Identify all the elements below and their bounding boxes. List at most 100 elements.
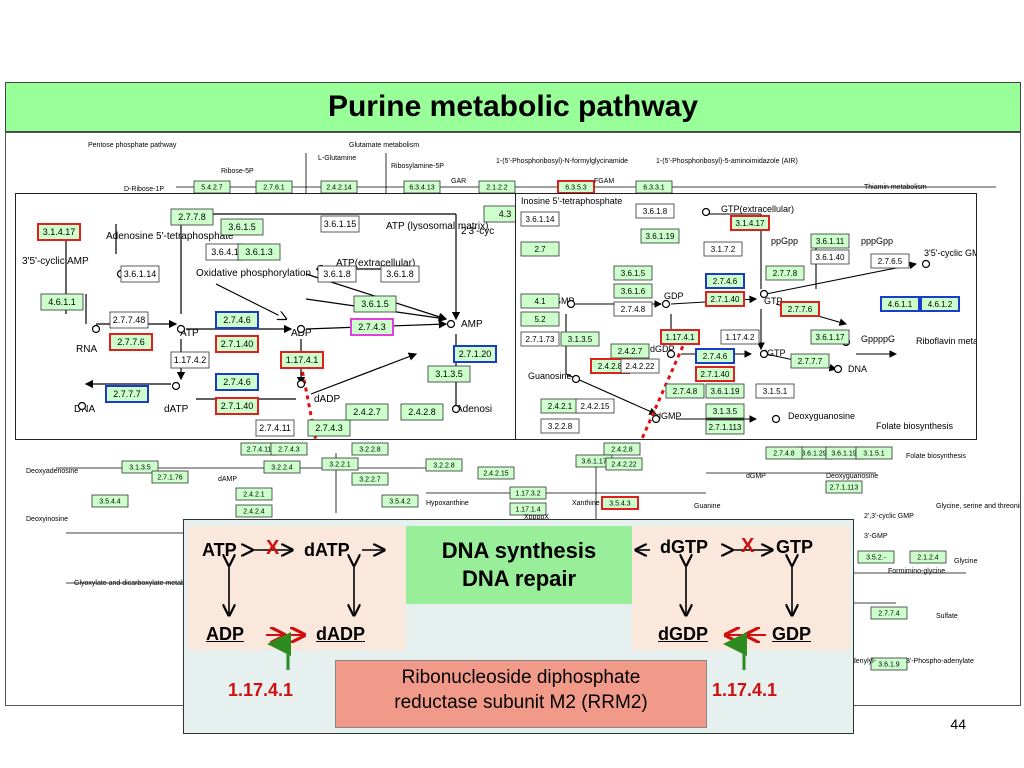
left-node-label: RNA <box>76 344 97 355</box>
svg-text:3.6.1.14: 3.6.1.14 <box>526 215 555 224</box>
right-enzyme-box: 4.6.1.2 <box>920 296 960 312</box>
svg-text:5.4.2.7: 5.4.2.7 <box>201 184 223 191</box>
left-node-label: dADP <box>314 394 340 405</box>
bg-enzyme-box: 3.1.3.5 <box>121 460 159 474</box>
compound-node <box>921 259 931 269</box>
left-enzyme-box: 2.7.7.7 <box>105 385 149 403</box>
bg-enzyme-box: 3.5.2.- <box>857 550 895 564</box>
svg-text:3.1.4.17: 3.1.4.17 <box>736 219 765 228</box>
svg-text:2.7.7.6: 2.7.7.6 <box>788 305 813 314</box>
svg-text:3.1.3.5: 3.1.3.5 <box>713 407 738 416</box>
bg-enzyme-box: 2.1.2.2 <box>478 180 516 194</box>
right-enzyme-box: 2.7.4.8 <box>665 383 705 399</box>
bg-enzyme-box: 3.2.2.7 <box>351 472 389 486</box>
dadp-label: dADP <box>316 624 365 644</box>
svg-text:6.3.5.3: 6.3.5.3 <box>565 184 587 191</box>
svg-text:3.6.1.15: 3.6.1.15 <box>324 219 357 229</box>
dgdp-label: dGDP <box>658 624 709 644</box>
left-zoom-panel: Adenosine 5'-tetraphosphate 3'5'-cyclic A… <box>15 193 517 440</box>
left-node-label: ADP <box>291 328 312 339</box>
svg-text:4.1: 4.1 <box>534 297 546 306</box>
bg-map-label: Hypoxanthine <box>426 500 469 507</box>
right-enzyme-box: 3.6.1.6 <box>613 283 653 299</box>
svg-text:3.5.4.3: 3.5.4.3 <box>609 500 631 507</box>
bg-map-label: Deoxyadenosine <box>26 468 78 475</box>
right-enzyme-box: 3.6.1.8 <box>635 203 675 219</box>
left-enzyme-box: 3.6.1.5 <box>220 218 264 236</box>
atp-label: ATP <box>202 540 237 560</box>
right-enzyme-box: 3.6.1.17 <box>810 329 850 345</box>
left-node-label: 2'3'-cyc <box>461 226 494 237</box>
enzyme-left-label: 1.17.4.1 <box>228 680 294 700</box>
bg-map-label: Ribosylamine-5P <box>391 163 444 170</box>
left-node-label: Adenosine 5'-tetraphosphate <box>106 231 234 242</box>
left-enzyme-box: 2.7.1.40 <box>215 335 259 353</box>
svg-text:2.7.1.40: 2.7.1.40 <box>711 295 740 304</box>
left-enzyme-box: 3.1.4.17 <box>37 223 81 241</box>
svg-text:2.7.7.48: 2.7.7.48 <box>113 315 146 325</box>
left-node-label: ATP(extracellular) <box>336 258 415 269</box>
bg-map-label: XppppX <box>524 514 549 521</box>
right-enzyme-box: 3.6.1.19 <box>640 228 680 244</box>
bg-map-label: Guanine <box>694 503 721 510</box>
svg-text:3.2.2.4: 3.2.2.4 <box>271 464 293 471</box>
compound-node <box>571 374 581 384</box>
compound-node <box>833 364 843 374</box>
bg-map-label: Pentose phosphate pathway <box>88 142 177 149</box>
right-enzyme-box: 3.6.1.40 <box>810 249 850 265</box>
svg-text:2.4.2.4: 2.4.2.4 <box>243 508 265 515</box>
right-enzyme-box: 3.6.1.14 <box>520 211 560 227</box>
bg-enzyme-box: 2.7.7.4 <box>870 606 908 620</box>
bg-enzyme-box: 2.7.1.113 <box>825 480 863 494</box>
svg-text:3.6.1.29: 3.6.1.29 <box>801 450 826 457</box>
svg-text:2.7.4.6: 2.7.4.6 <box>223 377 251 387</box>
svg-text:3.6.4.1: 3.6.4.1 <box>211 247 239 257</box>
right-enzyme-box: 3.1.4.17 <box>730 215 770 231</box>
right-node-label: Folate biosynthesis <box>876 421 954 431</box>
svg-text:2.7.4.3: 2.7.4.3 <box>315 423 343 433</box>
left-enzyme-box: 2.7.4.6 <box>215 311 259 329</box>
right-enzyme-box: 2.7.1.40 <box>695 366 735 382</box>
bg-enzyme-box: 3.1.5.1 <box>855 446 893 460</box>
bg-enzyme-box: 2.7.4.3 <box>270 442 308 456</box>
svg-text:3.2.2.8: 3.2.2.8 <box>359 446 381 453</box>
bg-enzyme-box: 6.3.5.3 <box>557 180 595 194</box>
svg-text:4.6.1.1: 4.6.1.1 <box>48 297 76 307</box>
svg-text:2.7.4.11: 2.7.4.11 <box>259 423 291 433</box>
bg-enzyme-box: 6.3.4.13 <box>403 180 441 194</box>
compound-node <box>666 349 676 359</box>
svg-text:2.7.7.7: 2.7.7.7 <box>113 389 141 399</box>
right-enzyme-box: 2.7.7.7 <box>790 353 830 369</box>
bg-map-label: Thiamin metabolism <box>864 184 927 191</box>
left-enzyme-box: 3.6.1.5 <box>353 295 397 313</box>
svg-text:2.7.4.3: 2.7.4.3 <box>358 322 386 332</box>
right-enzyme-box: 1.17.4.1 <box>660 329 700 345</box>
bg-map-label: 1-(5'-Phosphoribosyl)-5-aminoimidazole (… <box>656 158 798 165</box>
svg-text:2.7.4.6: 2.7.4.6 <box>703 352 728 361</box>
svg-text:3.1.7.2: 3.1.7.2 <box>711 245 736 254</box>
left-node-label: Oxidative phosphorylation <box>196 268 311 279</box>
svg-text:3.6.1.6: 3.6.1.6 <box>621 287 646 296</box>
svg-text:3.5.4.4: 3.5.4.4 <box>99 498 121 505</box>
svg-text:2.7.1.76: 2.7.1.76 <box>157 474 182 481</box>
svg-text:2.1.2.4: 2.1.2.4 <box>917 554 939 561</box>
bg-enzyme-box: 2.4.2.4 <box>235 504 273 518</box>
right-node-label: dGMP <box>656 411 682 421</box>
left-node-label: 3'5'-cyclic AMP <box>22 256 89 267</box>
svg-text:3.1.5.1: 3.1.5.1 <box>863 450 885 457</box>
compound-node <box>771 414 781 424</box>
bg-map-label: 1-(5'-Phosphoribosyl)-N-formylglycinamid… <box>496 158 628 165</box>
compound-node <box>176 324 186 334</box>
bg-enzyme-box: 3.6.1.9 <box>870 657 908 671</box>
left-node-label: DNA <box>74 404 95 415</box>
right-node-label: GDP <box>664 291 684 301</box>
svg-text:2.7.7.8: 2.7.7.8 <box>773 269 798 278</box>
svg-text:2.7.4.8: 2.7.4.8 <box>773 450 795 457</box>
bg-enzyme-box: 2.7.4.8 <box>765 446 803 460</box>
svg-text:2.7.1.20: 2.7.1.20 <box>459 349 492 359</box>
svg-text:1.17.4.1: 1.17.4.1 <box>666 333 695 342</box>
svg-text:3.5.4.2: 3.5.4.2 <box>389 498 411 505</box>
left-enzyme-box: 2.7.4.3 <box>307 419 351 437</box>
